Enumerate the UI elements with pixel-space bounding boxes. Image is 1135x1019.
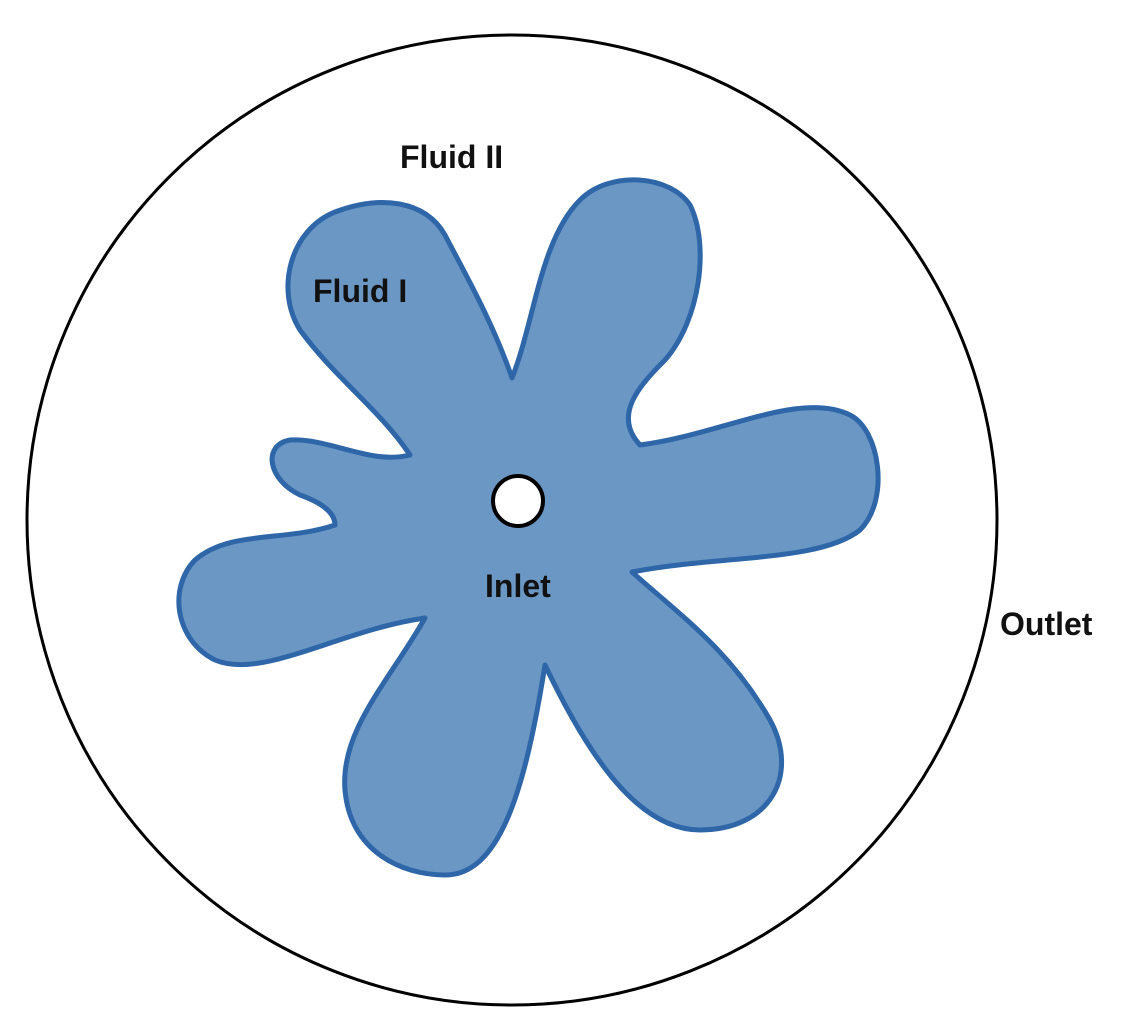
fluid-one-label: Fluid I [313,273,407,309]
fluid-one-region [176,177,881,878]
inlet-label: Inlet [485,568,551,604]
fluid-two-label: Fluid II [400,139,503,175]
outlet-label: Outlet [1000,606,1093,642]
inlet-hole [491,474,545,528]
